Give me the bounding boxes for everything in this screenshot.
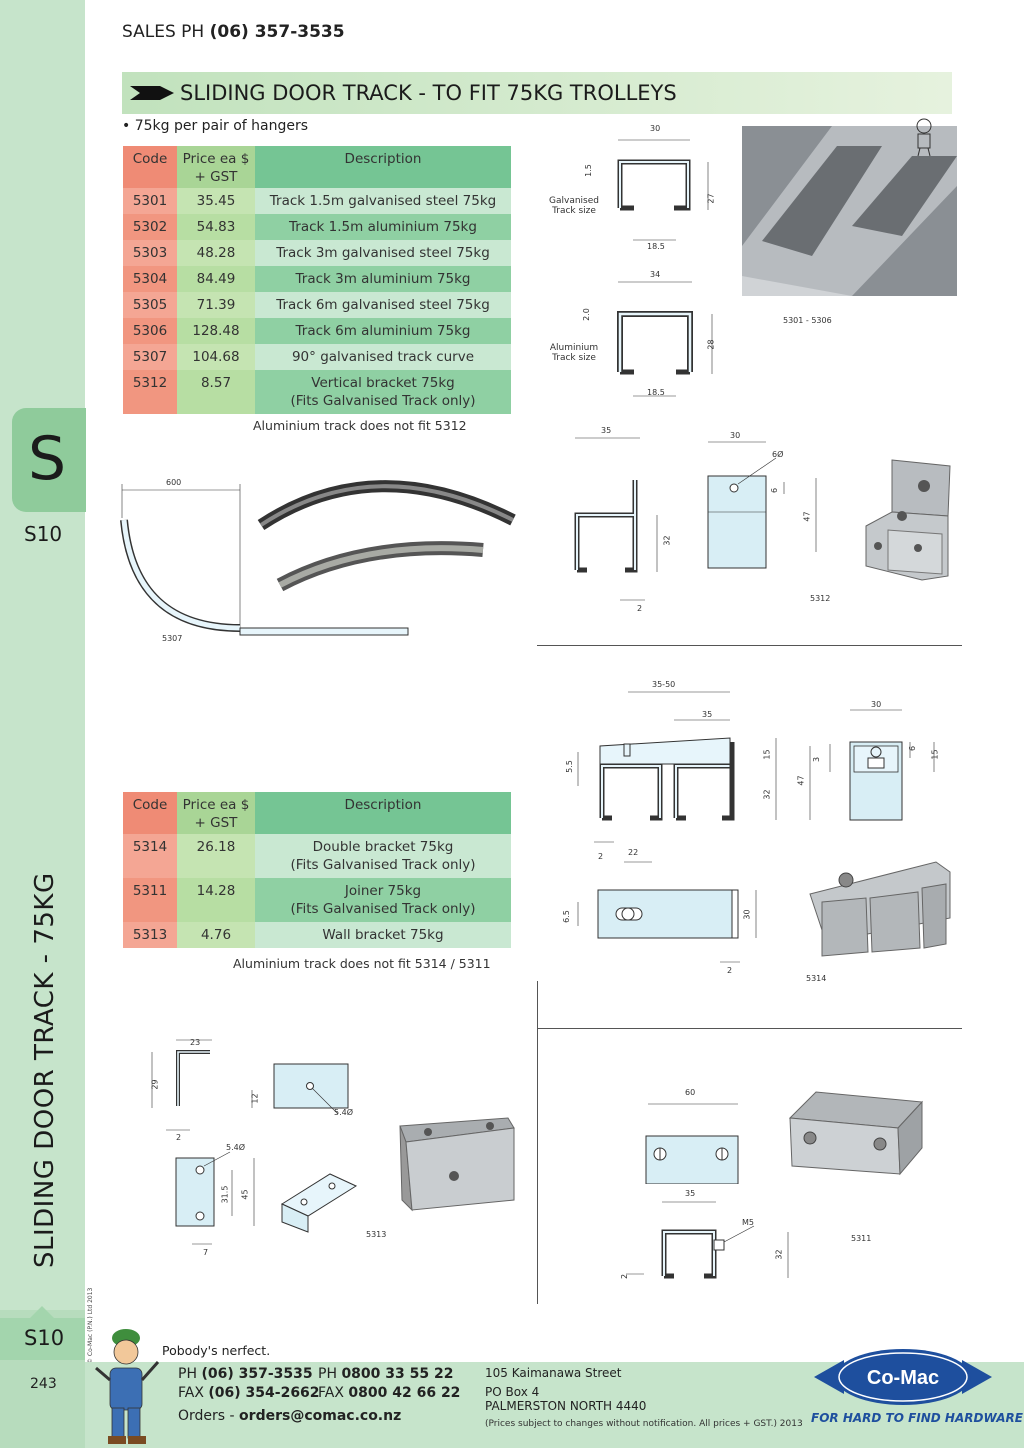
mascot-icon (95, 1329, 160, 1444)
galvanised-track-profile-diagram (617, 139, 709, 241)
double-bracket-photo (809, 861, 951, 957)
address-city: PALMERSTON NORTH 4440 (485, 1399, 647, 1413)
header-price: Price ea $+ GST (177, 146, 255, 188)
freefax-line: FAX 0800 42 66 22 (318, 1385, 461, 1401)
comac-logo: Co-Mac (814, 1349, 992, 1405)
track-photo (742, 126, 957, 296)
section-code-top: S10 (24, 522, 63, 546)
section-letter: S (28, 424, 67, 494)
freephone-line: PH 0800 33 55 22 (318, 1366, 454, 1382)
aluminium-track-profile-diagram (617, 281, 713, 397)
arrow-icon (130, 86, 174, 100)
orders-email-link[interactable]: orders@comac.co.nz (239, 1408, 402, 1424)
svg-text:Co-Mac: Co-Mac (867, 1367, 939, 1389)
page-title: SLIDING DOOR TRACK - TO FIT 75KG TROLLEY… (180, 81, 677, 105)
vertical-bracket-photo (865, 459, 951, 581)
capacity-bullet: • 75kg per pair of hangers (122, 118, 309, 134)
divider-4 (537, 1028, 538, 1304)
header-code: Code (123, 792, 177, 834)
header-code: Code (123, 146, 177, 188)
address-pobox: PO Box 4 (485, 1385, 540, 1399)
header-price: Price ea $+ GST (177, 792, 255, 834)
table2-note: Aluminium track does not fit 5314 / 5311 (233, 956, 491, 971)
double-bracket-plan-diagram (577, 861, 757, 963)
track-curve-photo (257, 480, 516, 592)
wall-bracket-side-diagram (151, 1039, 212, 1131)
joiner-front-diagram (645, 1103, 739, 1184)
fax-line: FAX (06) 354-2662 (178, 1385, 320, 1401)
address-street: 105 Kaimanawa Street (485, 1366, 622, 1380)
joiner-side-diagram (626, 1201, 789, 1279)
wall-bracket-front-diagram (175, 1151, 255, 1245)
track-curve-diagram (120, 484, 409, 636)
double-bracket-front-diagram (809, 709, 935, 821)
joiner-photo (788, 1091, 924, 1176)
wall-bracket-3d-diagram (280, 1173, 358, 1233)
divider-2 (537, 981, 538, 1029)
phone-line: PH (06) 357-3535 (178, 1366, 313, 1382)
sales-phone-line: SALES PH (06) 357-3535 (122, 22, 345, 42)
double-bracket-side-diagram (577, 691, 777, 843)
tagline: FOR HARD TO FIND HARDWARE (811, 1411, 1023, 1425)
wall-bracket-photo (399, 1117, 515, 1212)
divider-1 (537, 645, 962, 646)
page-number: 243 (30, 1376, 57, 1392)
section-code-bottom-tab (0, 1306, 85, 1360)
header-description: Description (255, 146, 511, 188)
section-tab (12, 408, 86, 512)
header-description: Description (255, 792, 511, 834)
divider-3 (537, 1028, 962, 1029)
section-code-bottom: S10 (24, 1326, 65, 1350)
vertical-bracket-front-diagram (707, 441, 817, 569)
title-bar: SLIDING DOOR TRACK - TO FIT 75KG TROLLEY… (122, 72, 952, 114)
motto: Pobody's nerfect. (162, 1343, 271, 1358)
table1-note: Aluminium track does not fit 5312 (253, 418, 467, 433)
sales-phone: (06) 357-3535 (209, 22, 345, 42)
sales-label: SALES PH (122, 22, 205, 42)
wall-bracket-plan-diagram (251, 1063, 349, 1115)
vertical-bracket-side-diagram (574, 437, 658, 601)
orders-line: Orders - orders@comac.co.nz (178, 1408, 402, 1424)
vertical-section-title: SLIDING DOOR TRACK - 75KG (30, 872, 60, 1268)
price-disclaimer: (Prices subject to changes without notif… (485, 1419, 803, 1429)
mascot-small-icon (916, 118, 932, 157)
